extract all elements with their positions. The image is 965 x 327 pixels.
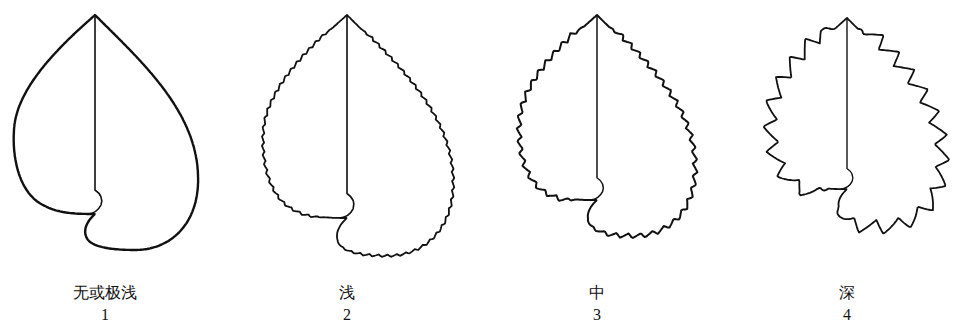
grade-label: 浅 <box>339 283 355 303</box>
grade-number: 2 <box>343 305 351 325</box>
leaf-outline <box>262 15 454 257</box>
grade-label: 中 <box>589 283 605 303</box>
leaf-outline <box>517 15 698 238</box>
grade-number: 4 <box>843 305 851 325</box>
grade-label: 深 <box>839 283 855 303</box>
leaf-outline <box>764 18 949 233</box>
leaf-midrib <box>340 15 354 218</box>
leaf-midrib <box>88 15 102 214</box>
leaf-outline <box>14 15 198 250</box>
grade-label: 无或极浅 <box>73 283 137 303</box>
leaf-midrib <box>590 15 603 200</box>
grade-number: 3 <box>593 305 601 325</box>
grade-number: 1 <box>101 305 109 325</box>
leaf-midrib <box>841 18 853 189</box>
